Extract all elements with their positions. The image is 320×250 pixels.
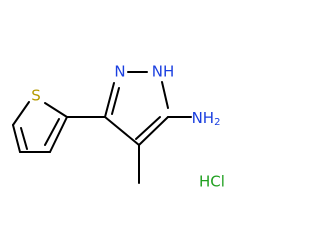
- bond-thio-s-c5: [12, 101, 30, 126]
- bond-c3-n1: [104, 82, 115, 118]
- bond-thio-c5-c4-inner: [20, 127, 28, 150]
- atom-amine: NH2: [192, 109, 221, 129]
- molecule-structure: N NH NH2 S HCl: [12, 63, 225, 191]
- atom-nitrogen-1: N: [114, 63, 125, 81]
- atom-nitrogen-2-h: NH: [152, 63, 175, 81]
- bond-thio-c5-c4: [12, 124, 21, 153]
- bond-thio-c3-c2: [49, 116, 68, 153]
- bond-n2-c5: [161, 81, 169, 109]
- bond-c3-n1-inner: [111, 87, 120, 115]
- bond-c5-c4-inner: [135, 116, 161, 140]
- hcl-label: HCl: [199, 173, 225, 191]
- amine-main: NH: [192, 109, 215, 127]
- bond-thio-c3-c2-inner: [44, 118, 60, 146]
- bond-thio-c2-s: [44, 102, 68, 118]
- bond-c4-c3: [104, 116, 140, 146]
- amine-subscript: 2: [214, 117, 220, 128]
- atom-sulfur: S: [31, 87, 41, 105]
- bond-c5-c4: [138, 116, 169, 146]
